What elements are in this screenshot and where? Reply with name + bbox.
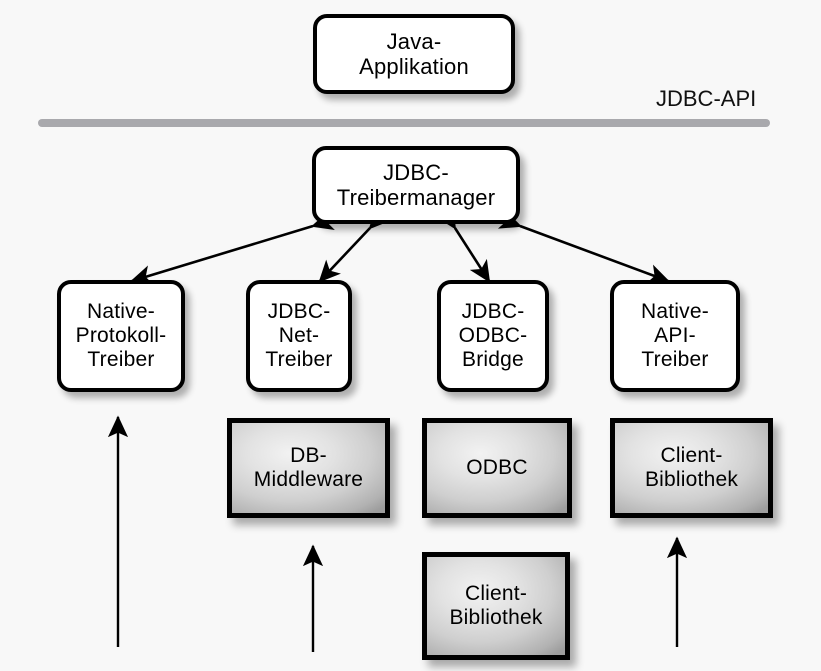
node-native-api-treiber[interactable]: Native- API- Treiber — [610, 280, 740, 392]
node-java-applikation[interactable]: Java- Applikation — [313, 14, 515, 94]
node-native-protokoll-treiber-text: Native- Protokoll- Treiber — [72, 300, 171, 372]
node-db-middleware-line1: DB- — [290, 443, 327, 467]
node-native-protokoll-treiber-line2: Protokoll- — [75, 324, 167, 348]
node-jdbc-odbc-bridge-line2: ODBC- — [458, 324, 528, 348]
jdbc-api-label: JDBC-API — [656, 86, 757, 111]
node-client-bibliothek-right-text: Client- Bibliothek — [645, 444, 738, 493]
node-client-bibliothek-odbc-text: Client- Bibliothek — [449, 582, 542, 631]
node-java-applikation-text: Java- Applikation — [355, 29, 473, 79]
node-client-bibliothek-odbc-line2: Bibliothek — [449, 606, 543, 629]
node-jdbc-net-treiber[interactable]: JDBC- Net- Treiber — [246, 280, 352, 392]
node-native-api-treiber-line3: Treiber — [641, 347, 709, 371]
node-jdbc-treibermanager-line2: Treibermanager — [336, 185, 496, 210]
node-native-protokoll-treiber-line1: Native- — [87, 300, 155, 324]
node-jdbc-net-treiber-line2: Net- — [278, 324, 320, 348]
node-client-bibliothek-right[interactable]: Client- Bibliothek — [610, 418, 773, 518]
connector-treibermanager-jdbc-odbc — [435, 205, 491, 283]
connector-treibermanager-native-api — [497, 209, 670, 284]
node-java-applikation-line2: Applikation — [359, 54, 469, 79]
node-db-middleware[interactable]: DB- Middleware — [227, 418, 390, 518]
node-jdbc-net-treiber-line1: JDBC- — [267, 300, 331, 324]
node-java-applikation-line1: Java- — [386, 28, 442, 54]
node-native-api-treiber-line1: Native- — [641, 300, 709, 324]
node-odbc[interactable]: ODBC — [422, 418, 572, 518]
node-jdbc-odbc-bridge-line1: JDBC- — [461, 300, 525, 324]
node-native-protokoll-treiber-line3: Treiber — [87, 347, 155, 371]
jdbc-api-divider-bar — [38, 119, 770, 127]
node-native-protokoll-treiber[interactable]: Native- Protokoll- Treiber — [57, 280, 185, 392]
node-jdbc-treibermanager[interactable]: JDBC- Treibermanager — [312, 146, 520, 224]
node-odbc-line1: ODBC — [466, 455, 528, 479]
node-client-bibliothek-odbc[interactable]: Client- Bibliothek — [422, 552, 570, 660]
node-jdbc-odbc-bridge[interactable]: JDBC- ODBC- Bridge — [437, 280, 549, 392]
node-jdbc-odbc-bridge-line3: Bridge — [462, 347, 524, 371]
node-jdbc-treibermanager-text: JDBC- Treibermanager — [333, 160, 500, 210]
connector-treibermanager-native-protokoll — [130, 210, 335, 285]
node-db-middleware-line2: Middleware — [253, 468, 364, 491]
connector-treibermanager-jdbc-net — [318, 206, 391, 283]
node-jdbc-net-treiber-line3: Treiber — [265, 347, 333, 371]
node-client-bibliothek-odbc-line1: Client- — [464, 581, 528, 605]
node-client-bibliothek-right-line1: Client- — [660, 443, 723, 467]
node-odbc-text: ODBC — [466, 456, 527, 480]
node-native-api-treiber-text: Native- API- Treiber — [637, 300, 713, 372]
node-client-bibliothek-right-line2: Bibliothek — [644, 468, 739, 491]
node-jdbc-odbc-bridge-text: JDBC- ODBC- Bridge — [455, 300, 532, 372]
node-jdbc-treibermanager-line1: JDBC- — [383, 159, 449, 185]
node-db-middleware-text: DB- Middleware — [254, 444, 363, 493]
node-native-api-treiber-line2: API- — [654, 324, 696, 348]
node-jdbc-net-treiber-text: JDBC- Net- Treiber — [261, 300, 336, 372]
